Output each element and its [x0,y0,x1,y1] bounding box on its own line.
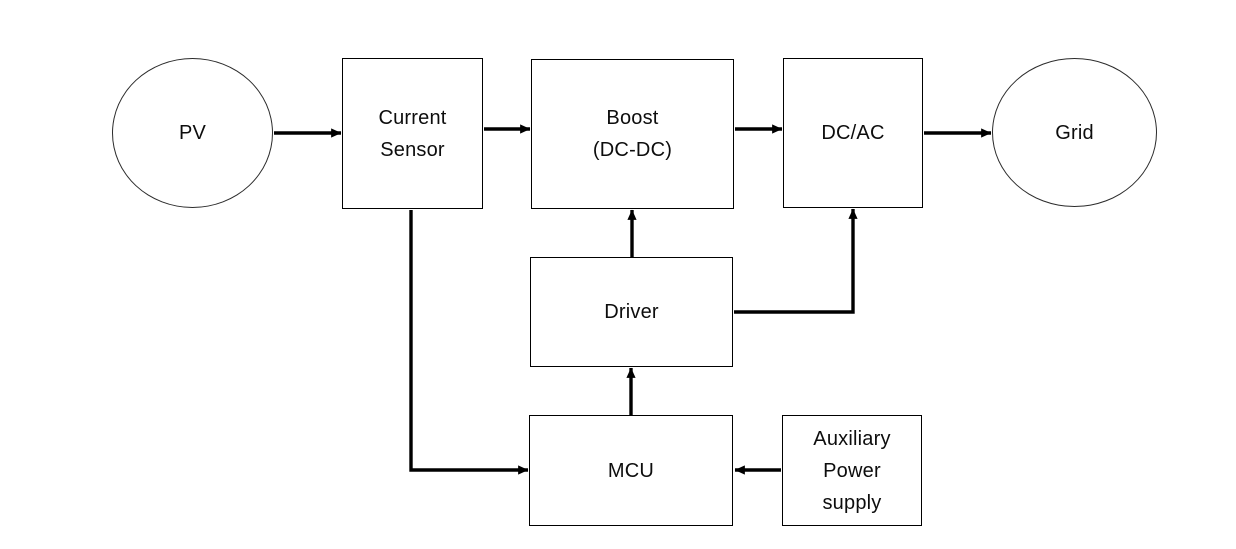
edge-driver-to-dc-ac [734,208,858,314]
node-aux-power: Auxiliary Power supply [782,415,922,526]
node-grid-label: Grid [1055,121,1094,144]
node-dc-ac-label: DC/AC [821,122,885,144]
edge-current-sensor-to-mcu [409,210,529,475]
node-pv: PV [112,58,273,208]
node-current-sensor-label: Current Sensor [378,106,447,161]
node-current-sensor: Current Sensor [342,58,483,209]
node-boost: Boost (DC-DC) [531,59,734,209]
node-mcu: MCU [529,415,733,526]
node-aux-power-label: Auxiliary Power supply [813,427,891,514]
node-mcu-label: MCU [607,459,655,482]
node-driver-label: Driver [604,301,659,323]
node-boost-label: Boost (DC-DC) [592,107,673,161]
node-dc-ac: DC/AC [783,58,923,208]
node-grid: Grid [992,58,1157,207]
node-pv-label: PV [178,122,207,144]
node-driver: Driver [530,257,733,367]
